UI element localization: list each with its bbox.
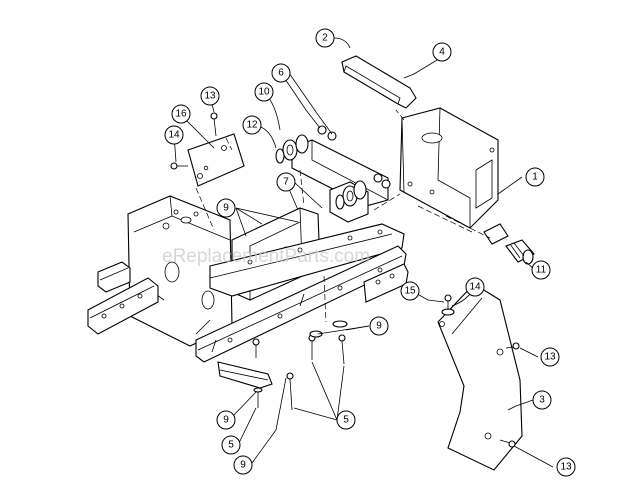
callout-label: 14 (168, 130, 180, 141)
callout-label: 13 (204, 91, 216, 102)
fitting-part (505, 239, 535, 265)
callout-label: 12 (246, 120, 258, 131)
callout-14a: 14 (164, 125, 184, 145)
axle-bracket-assembly (275, 125, 391, 223)
callout-label: 13 (560, 462, 572, 473)
callout-label: 7 (283, 177, 289, 188)
callout-6: 6 (271, 63, 291, 83)
top-cover-part (341, 55, 417, 109)
callout-11: 11 (531, 260, 551, 280)
callout-10: 10 (254, 82, 274, 102)
callout-label: 15 (404, 286, 416, 297)
callout-label: 3 (539, 395, 545, 406)
bolt-hardware (252, 320, 348, 411)
callout-1: 1 (525, 167, 545, 187)
callout-label: 5 (228, 440, 234, 451)
callout-5b: 5 (336, 410, 356, 430)
callout-7: 7 (276, 172, 296, 192)
callout-2: 2 (315, 28, 335, 48)
side-plate-part (170, 112, 245, 187)
callout-12: 12 (242, 115, 262, 135)
callout-9d: 9 (233, 455, 253, 475)
alignment-lines (195, 109, 491, 323)
callout-label: 5 (343, 415, 349, 426)
callout-14b: 14 (465, 277, 485, 297)
callout-9c: 9 (216, 410, 236, 430)
callout-9a: 9 (216, 198, 236, 218)
callout-label: 1 (532, 172, 538, 183)
right-fender-part (437, 283, 523, 471)
callout-4: 4 (432, 42, 452, 62)
callout-label: 4 (439, 47, 445, 58)
callout-13a: 13 (200, 86, 220, 106)
watermark-text: eReplacementParts.com (162, 246, 370, 267)
rear-housing-part (399, 107, 509, 245)
main-frame-part (87, 195, 409, 389)
callout-label: 9 (223, 415, 229, 426)
callout-9b: 9 (369, 316, 389, 336)
callout-label: 16 (175, 109, 187, 120)
callout-label: 9 (223, 203, 229, 214)
callout-label: 13 (544, 352, 556, 363)
callout-label: 9 (376, 321, 382, 332)
callout-label: 9 (240, 460, 246, 471)
callout-label: 10 (258, 87, 270, 98)
callout-16: 16 (171, 104, 191, 124)
callout-label: 6 (278, 68, 284, 79)
callout-15: 15 (400, 281, 420, 301)
callout-13c: 13 (556, 457, 576, 477)
callout-label: 11 (536, 265, 547, 276)
callout-label: 14 (469, 282, 481, 293)
callout-label: 2 (322, 33, 328, 44)
callout-13b: 13 (540, 347, 560, 367)
callout-5a: 5 (221, 435, 241, 455)
callout-3: 3 (532, 390, 552, 410)
